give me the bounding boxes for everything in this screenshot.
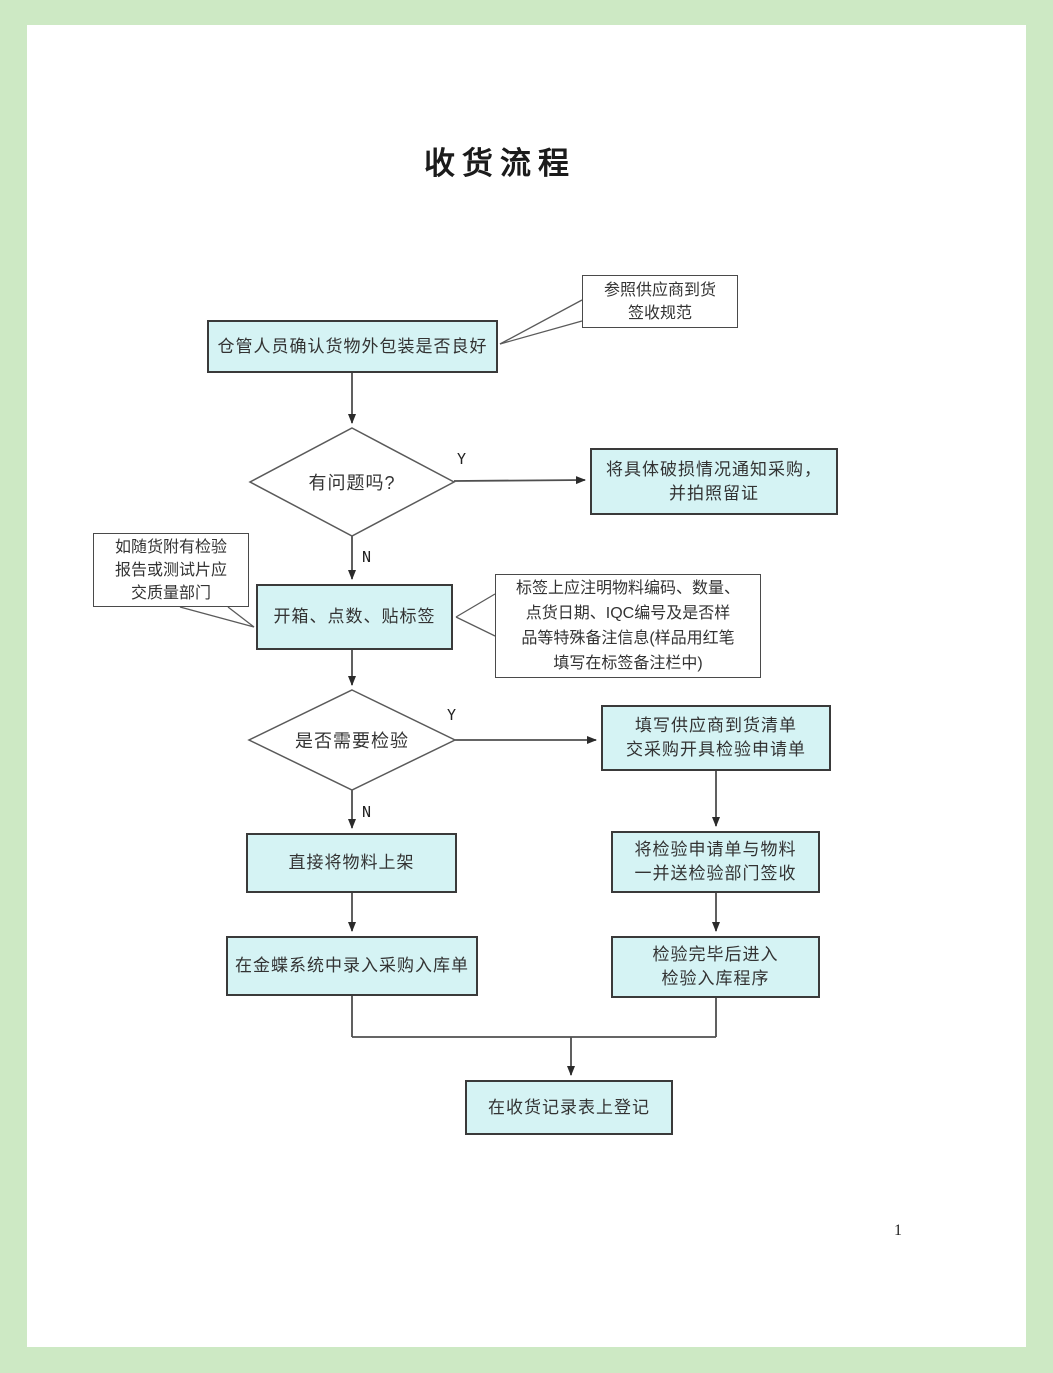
callout-label-tail [455,593,496,618]
callout-line: 点货日期、IQC编号及是否样 [525,605,731,622]
node-label: 在金蝶系统中录入采购入库单 [235,956,469,975]
node-unpack-count-label: 开箱、点数、贴标签 [256,584,453,650]
callout-label-tail [455,616,496,637]
callout-quality-tail [179,606,255,628]
callout-supplier-tail [499,320,583,345]
node-confirm-packaging: 仓管人员确认货物外包装是否良好 [207,320,498,373]
node-kingdee-entry: 在金蝶系统中录入采购入库单 [226,936,478,996]
callout-line: 品等特殊备注信息(样品用红笔 [521,630,735,647]
decision-inspection-label: 是否需要检验 [252,724,452,756]
page-title: 收货流程 [424,146,576,181]
node-label: 一并送检验部门签收 [634,864,797,883]
node-send-to-inspection: 将检验申请单与物料 一并送检验部门签收 [611,831,820,893]
decision-problem-shape [248,427,456,537]
node-label: 直接将物料上架 [288,853,415,872]
node-label: 交采购开具检验申请单 [626,740,806,759]
page-number: 1 [894,1222,902,1239]
node-label: 检验入库程序 [661,969,770,988]
callout-line: 报告或测试片应 [114,561,227,579]
connector-problem-yes [453,476,586,485]
node-label: 填写供应商到货清单 [635,716,797,735]
decision-inspection-shape [247,689,457,791]
decision-label: 有问题吗? [308,473,396,493]
edge-label-inspection-no: N [362,803,372,821]
node-label: 仓管人员确认货物外包装是否良好 [217,336,488,356]
callout-supplier-spec: 参照供应商到货 签收规范 [582,275,738,328]
decision-problem-label: 有问题吗? [252,466,452,498]
node-label: 开箱、点数、贴标签 [273,607,436,626]
node-notify-purchase: 将具体破损情况通知采购， 并拍照留证 [590,448,838,515]
node-label: 将具体破损情况通知采购， [606,459,822,479]
callout-line: 填写在标签备注栏中) [553,655,703,672]
node-register-record: 在收货记录表上登记 [465,1080,673,1135]
callout-quality-tail [227,606,255,628]
callout-line: 如随货附有检验 [114,538,227,556]
callout-quality-dept: 如随货附有检验 报告或测试片应 交质量部门 [93,533,249,607]
node-shelve-directly: 直接将物料上架 [246,833,457,893]
edge-label-problem-yes: Y [457,450,467,468]
callout-label-note: 标签上应注明物料编码、数量、 点货日期、IQC编号及是否样 品等特殊备注信息(样… [495,574,761,678]
callout-line: 参照供应商到货 [603,281,716,299]
node-label: 将检验申请单与物料 [634,840,797,859]
node-label: 并拍照留证 [669,483,759,503]
node-inspection-complete: 检验完毕后进入 检验入库程序 [611,936,820,998]
callout-line: 交质量部门 [130,584,211,602]
callout-supplier-tail [499,299,583,345]
edge-label-inspection-yes: Y [447,706,457,724]
node-label: 在收货记录表上登记 [488,1097,650,1117]
callout-line: 签收规范 [627,304,692,322]
callout-line: 标签上应注明物料编码、数量、 [515,580,740,597]
node-fill-delivery-list: 填写供应商到货清单 交采购开具检验申请单 [601,705,831,771]
decision-label: 是否需要检验 [295,731,409,751]
edge-label-problem-no: N [362,548,372,566]
node-label: 检验完毕后进入 [652,945,779,964]
